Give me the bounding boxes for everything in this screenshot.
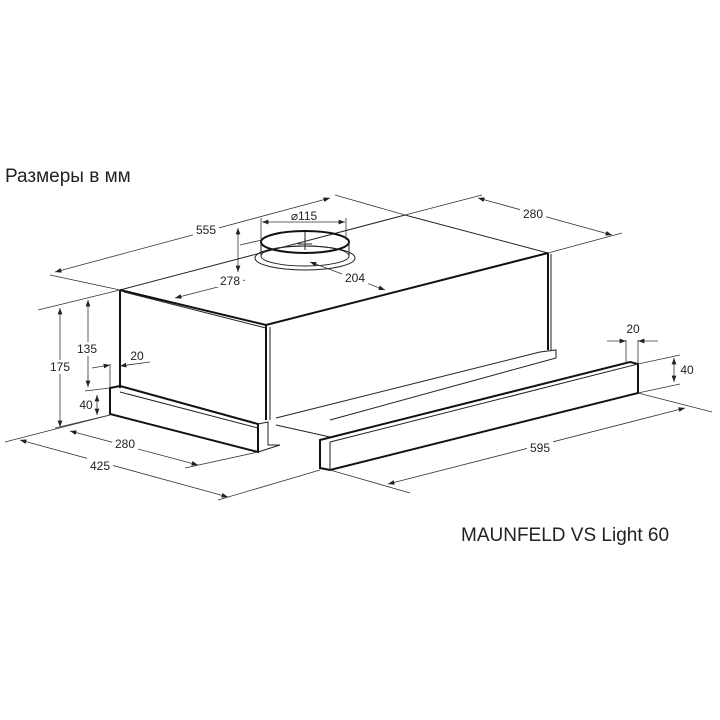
dim-width-top: 555 xyxy=(196,223,216,237)
dim-panel-height-right: 40 xyxy=(680,363,694,377)
dim-panel-height-left: 40 xyxy=(79,398,93,412)
dim-duct-offset-front: 204 xyxy=(345,271,365,285)
dim-duct-offset-side: 278 xyxy=(220,274,240,288)
dim-depth-bottom: 280 xyxy=(115,437,135,451)
slide-out-panel xyxy=(275,349,639,472)
dimension-labels: 555 ⌀115 278 204 280 175 135 20 40 280 4… xyxy=(47,206,694,473)
model-name: MAUNFELD VS Light 60 xyxy=(461,525,670,546)
dim-depth-top: 280 xyxy=(523,207,543,221)
dim-duct-diameter: ⌀115 xyxy=(291,209,318,223)
dim-body-height: 135 xyxy=(77,342,97,356)
dim-panel-thickness-right: 20 xyxy=(626,322,640,336)
dim-panel-thickness-left: 20 xyxy=(130,349,144,363)
dim-total-height: 175 xyxy=(50,360,70,374)
dimension-lines xyxy=(4,194,713,501)
dim-width-front: 595 xyxy=(530,441,550,455)
dim-depth-extended: 425 xyxy=(90,459,110,473)
page-title: Размеры в мм xyxy=(5,166,131,187)
